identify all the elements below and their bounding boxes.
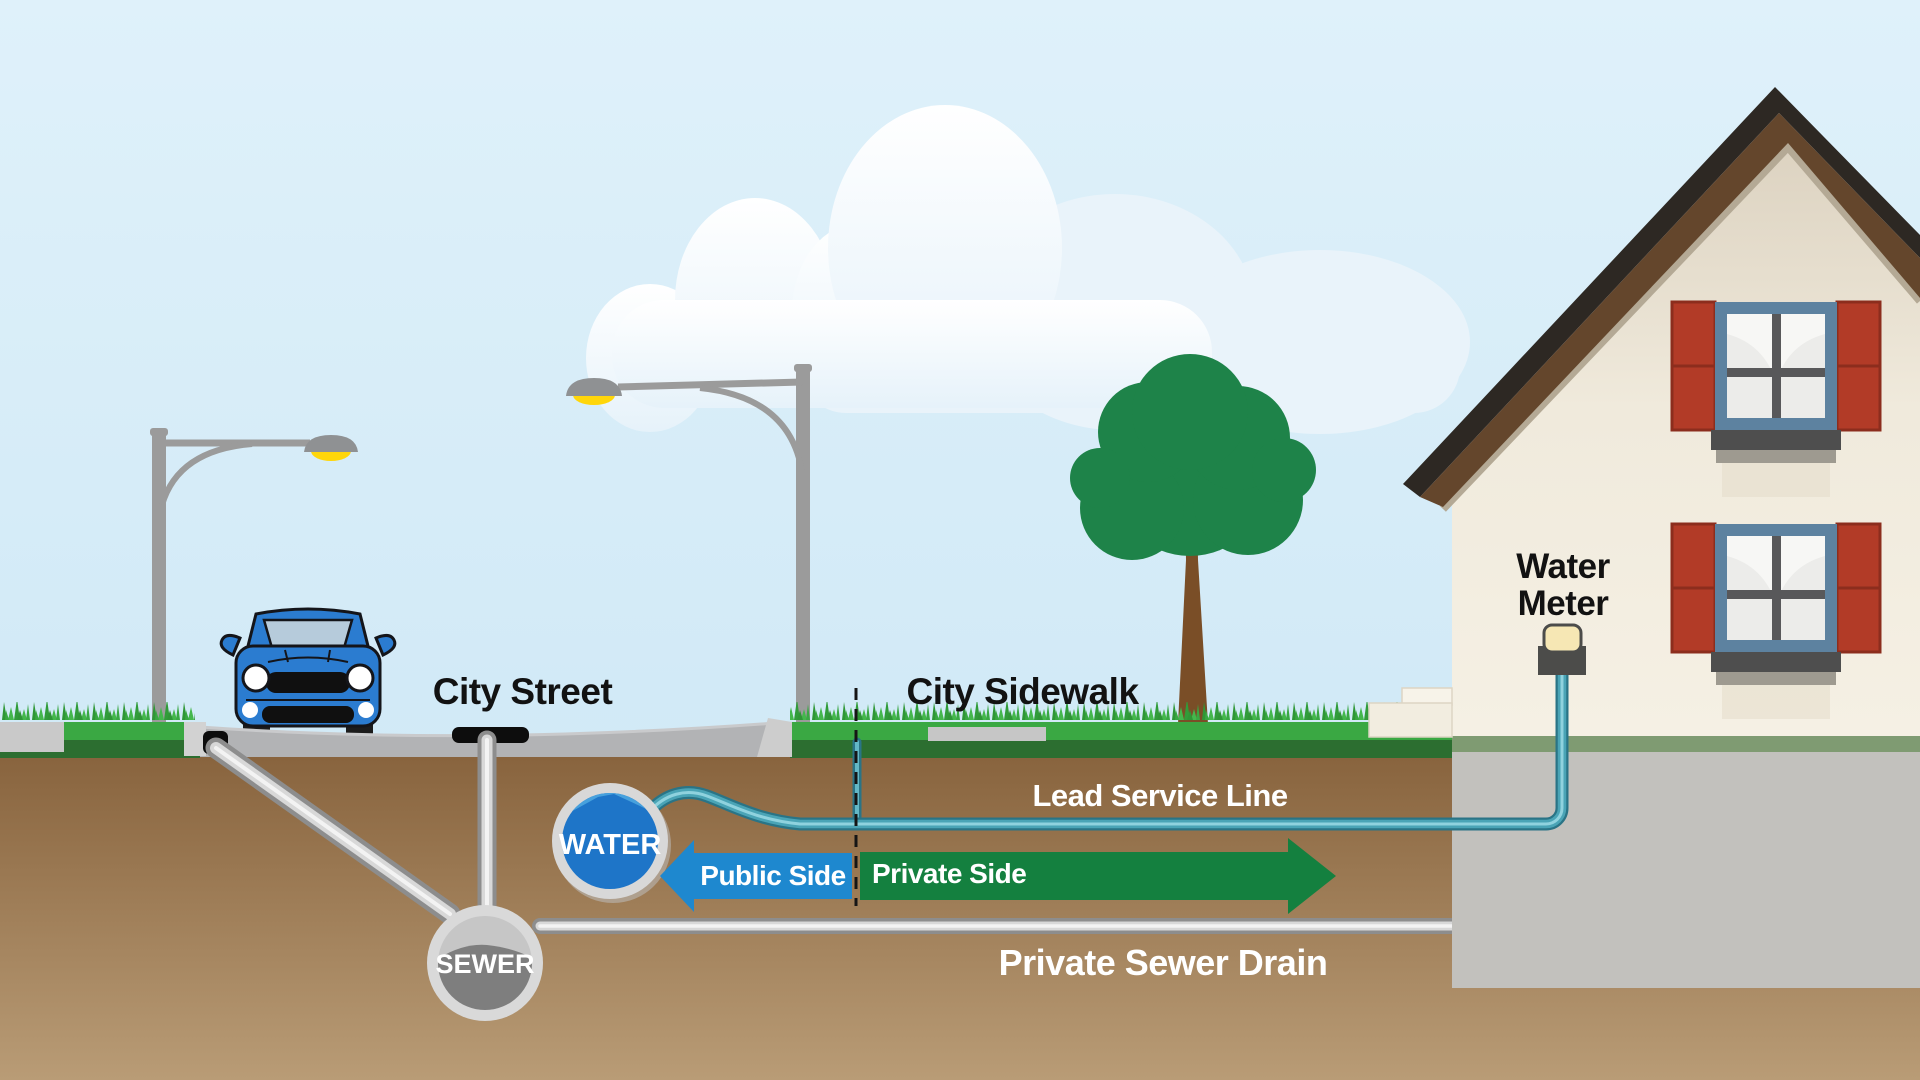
sewer-main (427, 905, 543, 1021)
house-foundation (1452, 750, 1920, 988)
window-upper (1670, 300, 1882, 497)
city-sidewalk-label: City Sidewalk (906, 671, 1139, 712)
sidewalk-slab (928, 727, 1046, 741)
water-main (552, 783, 671, 903)
curb-right (757, 718, 792, 757)
public-side-arrow (660, 840, 852, 912)
house-base-stripe (1452, 734, 1920, 752)
sewer-main-label: SEWER (435, 949, 535, 979)
tree (1070, 354, 1316, 724)
water-main-label: WATER (558, 829, 662, 861)
sewer-pipes (205, 730, 1464, 934)
house-steps (1368, 687, 1453, 738)
curb-left (184, 722, 206, 756)
roof (1403, 87, 1920, 512)
water-meter (1538, 623, 1586, 675)
public-side-label: Public Side (700, 860, 846, 891)
lead-service-line-label: Lead Service Line (1032, 778, 1288, 813)
city-street-label: City Street (432, 671, 613, 712)
lamp-head-left (304, 435, 358, 452)
private-side-arrow (860, 838, 1336, 914)
streetlight-left (150, 428, 358, 724)
window-lower (1670, 522, 1882, 719)
left-sidewalk-strip (0, 722, 64, 752)
house (1368, 87, 1920, 988)
water-meter-label: Water Meter (1516, 547, 1610, 624)
private-sewer-drain-label: Private Sewer Drain (998, 942, 1328, 983)
private-side-label: Private Side (872, 858, 1027, 889)
streetlight-right (566, 364, 812, 724)
car (219, 607, 397, 737)
lamp-head-right (566, 378, 622, 396)
